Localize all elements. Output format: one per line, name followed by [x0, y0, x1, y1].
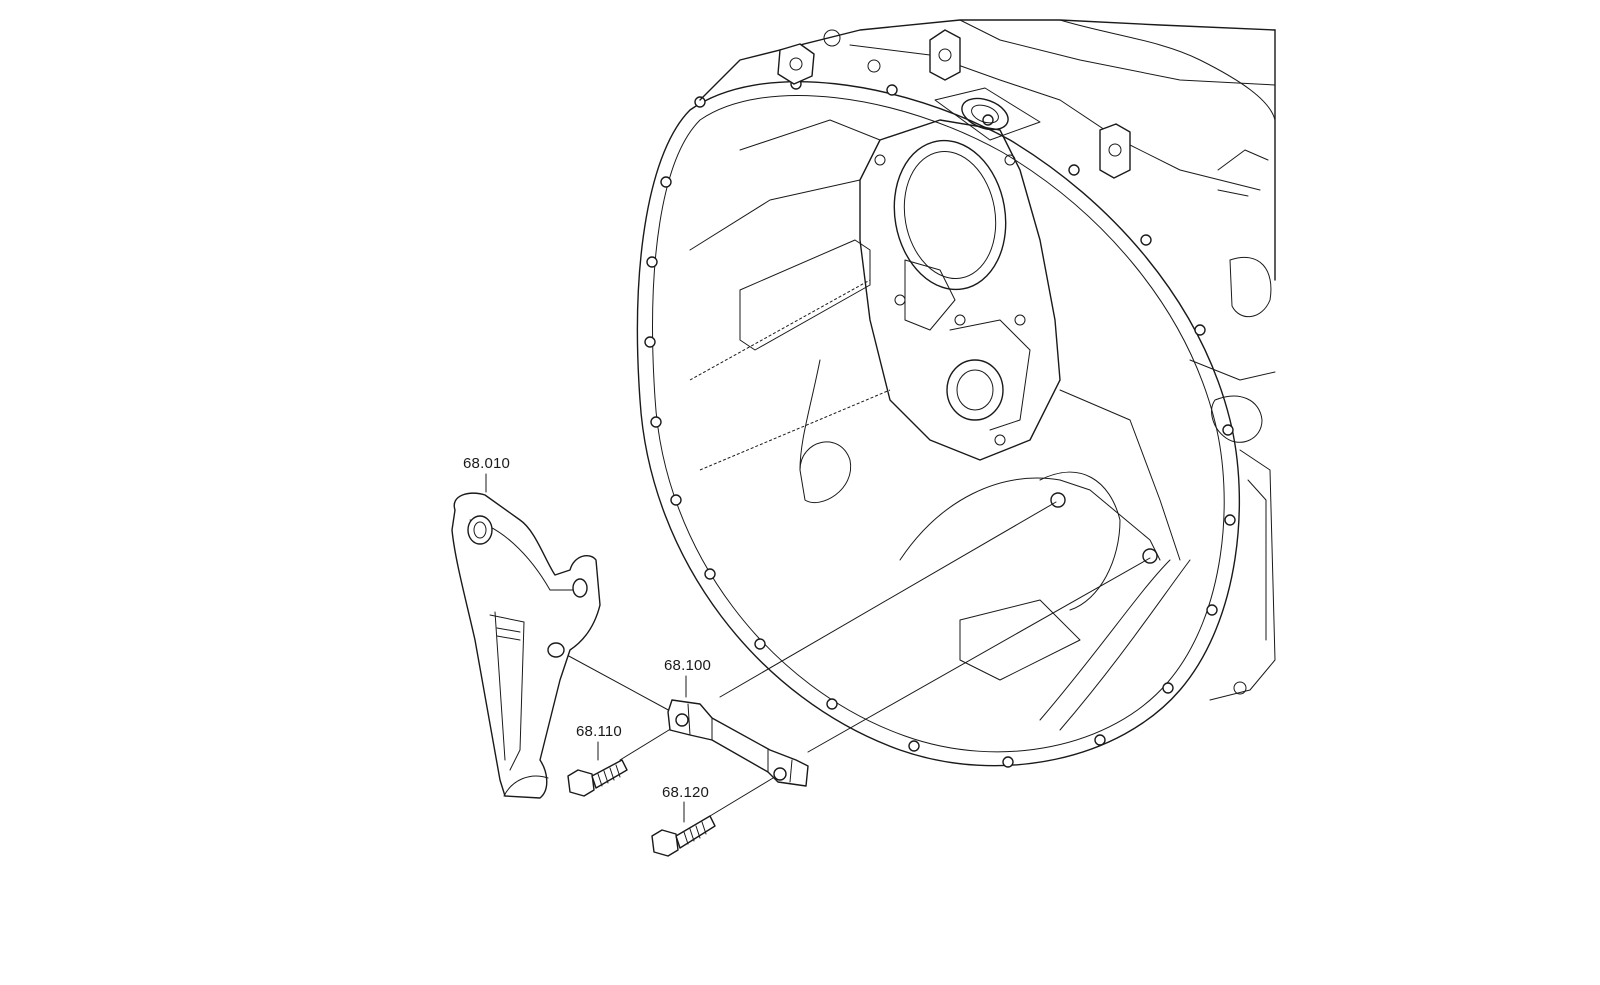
callout-68-100-label: 68.100: [664, 657, 712, 674]
callout-68-110-label: 68.110: [576, 723, 622, 740]
clutch-housing-drawing: [636, 19, 1276, 768]
housing-logo-plate: [934, 87, 1041, 141]
hex-bolt-icon: [651, 815, 716, 857]
callout-leaders: [485, 473, 687, 823]
callout-68-010-label: 68.010: [463, 455, 511, 472]
pivot-shaft-icon: [667, 699, 809, 787]
flange-bolt-bosses: [644, 78, 1236, 768]
release-fork-icon: [451, 492, 601, 799]
top-mounting-ears: [777, 29, 1131, 179]
hex-bolt-icon: [567, 759, 628, 797]
alignment-lines: [553, 501, 1151, 817]
callout-68-120-label: 68.120: [662, 784, 710, 801]
